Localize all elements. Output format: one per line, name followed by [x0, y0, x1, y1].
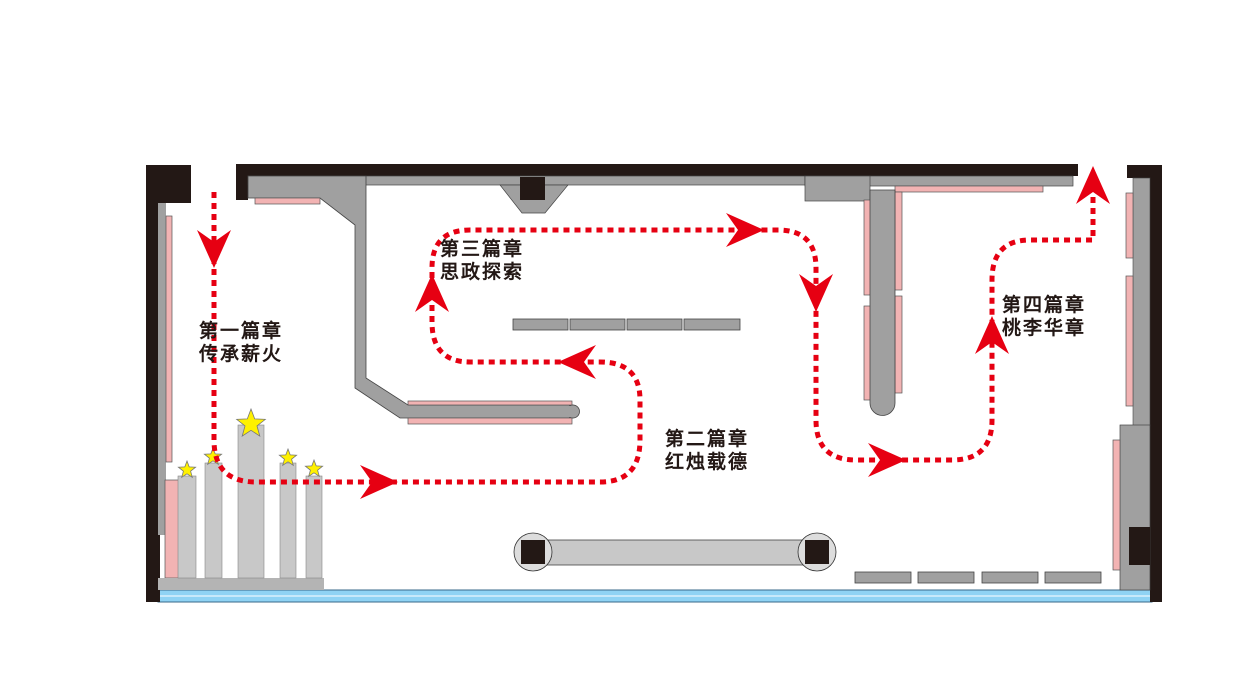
star-icon — [278, 447, 298, 467]
section-chapter: 第三篇章 — [440, 238, 525, 260]
star-icon — [203, 446, 223, 466]
visit-route — [211, 190, 1096, 485]
section-1-label: 第一篇章 传承薪火 — [199, 320, 283, 366]
right-cabinet — [1119, 424, 1151, 591]
top-pillar — [520, 177, 545, 200]
section-theme: 桃李华章 — [1002, 317, 1087, 339]
section-2-label: 第二篇章 红烛载德 — [665, 428, 749, 474]
section-theme: 传承薪火 — [199, 343, 284, 365]
star-icon — [304, 458, 324, 478]
pillar — [805, 540, 829, 564]
left-panel-lower — [164, 479, 180, 579]
section-theme: 红烛载德 — [665, 451, 750, 473]
display-case — [683, 318, 741, 331]
display-case — [1044, 571, 1102, 584]
panel-top-left — [254, 197, 321, 205]
display-case — [569, 318, 626, 331]
left-wall — [146, 165, 160, 602]
display-case — [512, 318, 569, 331]
display-case — [626, 318, 683, 331]
bottom-display-bar — [539, 539, 813, 566]
right-pillar — [1129, 527, 1150, 565]
route-arrow-icon — [868, 443, 906, 477]
top-wall — [236, 164, 1078, 176]
route-arrow-icon — [726, 213, 764, 247]
route-arrow-icon — [415, 274, 449, 312]
bottom-display-row — [854, 571, 1102, 584]
section-theme: 思政探索 — [440, 261, 525, 283]
route-arrow-icon — [197, 230, 231, 268]
panel-partition-upper — [407, 400, 573, 406]
panel-right-2 — [1125, 275, 1134, 407]
panel-right-3 — [1112, 439, 1121, 571]
star-icon — [235, 407, 267, 438]
left-wall-corner — [146, 165, 191, 203]
route-arrow-icon — [799, 274, 833, 312]
route-arrow-icon — [975, 316, 1009, 354]
panel-column-right-1 — [894, 191, 903, 291]
display-case — [854, 571, 912, 584]
center-display-row — [512, 318, 741, 331]
partition-column — [869, 189, 896, 416]
display-case — [981, 571, 1039, 584]
left-wall-lining — [158, 203, 166, 535]
star-icon — [177, 459, 197, 479]
display-case — [917, 571, 975, 584]
top-right-block — [804, 175, 871, 202]
pillar — [521, 540, 545, 564]
panel-top-right — [894, 185, 1044, 193]
section-4-label: 第四篇章 桃李华章 — [1002, 294, 1086, 340]
route-arrow-icon — [558, 345, 596, 379]
star-monument — [158, 424, 324, 590]
section-chapter: 第一篇章 — [199, 320, 284, 342]
left-panel — [165, 215, 173, 463]
section-chapter: 第四篇章 — [1002, 294, 1087, 316]
right-wall-lining — [1132, 177, 1151, 427]
top-wall-block — [236, 176, 248, 200]
route-arrow-icon — [360, 465, 398, 499]
panel-right-1 — [1125, 192, 1134, 259]
panel-column-right-2 — [894, 295, 903, 394]
section-chapter: 第二篇章 — [665, 428, 750, 450]
panel-partition-lower — [407, 417, 573, 425]
right-wall — [1150, 165, 1162, 602]
section-3-label: 第三篇章 思政探索 — [440, 238, 524, 284]
route-arrow-icon — [1076, 166, 1110, 204]
